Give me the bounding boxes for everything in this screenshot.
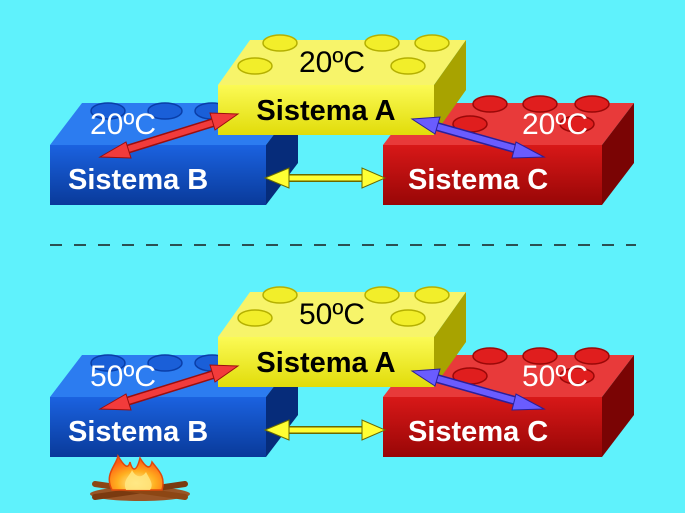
system-b-temperature: 50ºC bbox=[90, 360, 156, 393]
system-c-label: Sistema C bbox=[408, 416, 548, 448]
scene-initial: 20ºC Sistema A 20ºC Sistema B 20ºC Siste… bbox=[50, 35, 634, 205]
system-a-label: Sistema A bbox=[256, 95, 395, 127]
system-b-label: Sistema B bbox=[68, 416, 208, 448]
system-b-label: Sistema B bbox=[68, 164, 208, 196]
scene-heated: 50ºC Sistema A 50ºC Sistema B 50ºC Siste… bbox=[50, 287, 634, 501]
system-c-label: Sistema C bbox=[408, 164, 548, 196]
system-b-temperature: 20ºC bbox=[90, 108, 156, 141]
system-a-temperature: 20ºC bbox=[299, 46, 365, 79]
campfire-icon bbox=[90, 453, 190, 501]
system-a-label: Sistema A bbox=[256, 347, 395, 379]
system-c-temperature: 50ºC bbox=[522, 360, 588, 393]
system-c-temperature: 20ºC bbox=[522, 108, 588, 141]
system-a-temperature: 50ºC bbox=[299, 298, 365, 331]
